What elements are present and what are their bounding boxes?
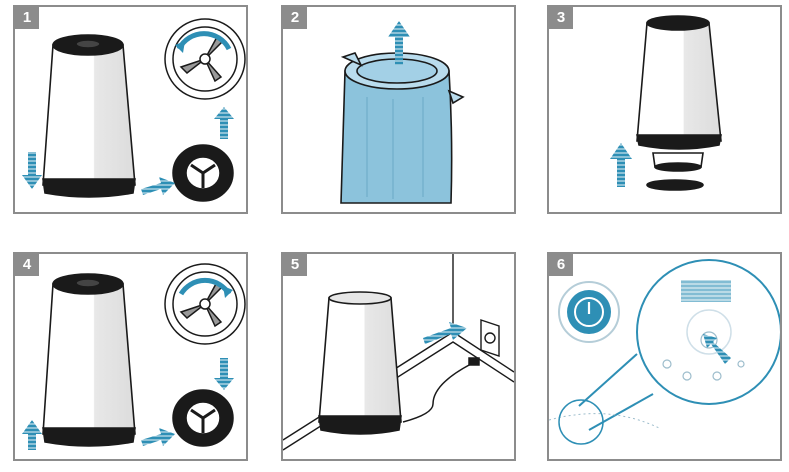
zoom-lines: [578, 353, 654, 431]
arrow-icon: [388, 21, 410, 65]
step-number: 4: [15, 254, 39, 276]
step-number: 6: [549, 254, 573, 276]
step-number: 5: [283, 254, 307, 276]
step-5-illustration: [283, 254, 514, 451]
touch-hand-icon: [703, 334, 731, 364]
panel-buttons: [662, 359, 745, 381]
cover-part: [164, 263, 246, 345]
step-4-illustration: [22, 263, 246, 450]
purifier-in-bag: [340, 52, 465, 204]
step-number: 3: [549, 7, 573, 29]
arrow-icon: [214, 107, 234, 139]
purifier-body: [42, 34, 136, 198]
step-2-illustration: [340, 21, 465, 204]
arrow-icon: [141, 428, 175, 446]
arrow-icon: [423, 322, 467, 344]
step-3-illustration: [610, 15, 722, 191]
arrow-icon: [22, 420, 42, 450]
arrow-icon: [141, 177, 175, 195]
purifier-body: [42, 273, 136, 447]
filter-part: [172, 389, 234, 447]
filter-part: [172, 144, 234, 202]
purifier-body: [636, 15, 722, 191]
step-panel-4: 4: [13, 252, 248, 461]
step-number: 2: [283, 7, 307, 29]
dot-display: [681, 280, 731, 302]
power-cable: [402, 357, 480, 423]
step-panel-1: 1: [13, 5, 248, 214]
step-panel-2: 2: [281, 5, 516, 214]
step-number: 1: [15, 7, 39, 29]
step-panel-5: 5: [281, 252, 516, 461]
purifier-body: [318, 291, 402, 435]
power-outlet-icon: [480, 319, 500, 357]
step-6-illustration: [549, 259, 780, 445]
arrow-icon: [22, 152, 42, 189]
arrow-icon: [214, 358, 234, 390]
step-panel-3: 3: [547, 5, 782, 214]
arrow-icon: [610, 143, 632, 187]
device-top: [549, 399, 660, 445]
step-1-illustration: [22, 18, 246, 202]
step-panel-6: 6: [547, 252, 782, 461]
control-panel-zoom: [636, 259, 780, 405]
power-button-icon: [558, 281, 620, 343]
cover-part: [164, 18, 246, 100]
